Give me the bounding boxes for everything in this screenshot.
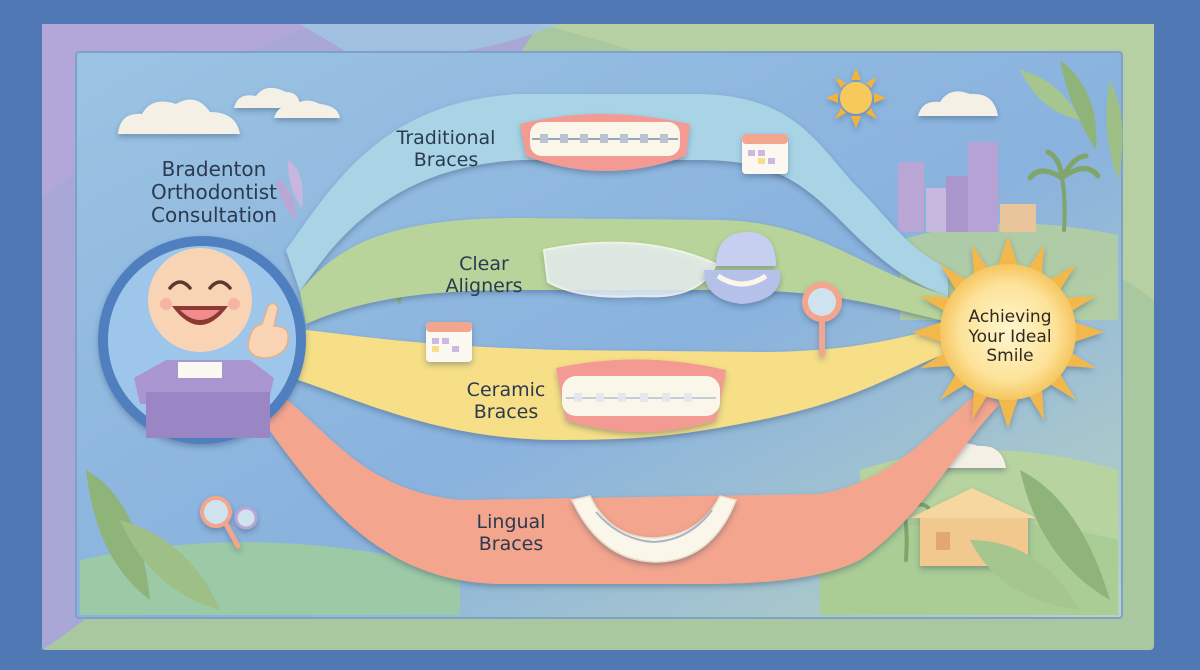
- start-label-line: Orthodontist: [151, 180, 277, 204]
- path-ribbon-lingual: [262, 388, 1000, 584]
- teeth-braces-icon: [520, 114, 738, 563]
- start-label-line: Bradenton: [161, 157, 267, 181]
- path-label-line: Ceramic: [466, 379, 546, 401]
- path-label-line: Braces: [473, 400, 539, 423]
- end-label: Achieving Your Ideal Smile: [950, 307, 1070, 367]
- path-label-ceramic: Ceramic Braces: [446, 379, 566, 424]
- aligner-case-icon: [704, 232, 781, 304]
- path-label-line: Braces: [413, 148, 479, 171]
- path-label-line: Aligners: [445, 274, 523, 297]
- hand-mirror-icon: [802, 282, 842, 357]
- end-label-line: Your Ideal: [968, 326, 1052, 347]
- path-label-lingual: Lingual Braces: [456, 511, 566, 556]
- path-label-line: Traditional: [396, 127, 496, 149]
- path-label-line: Lingual: [476, 511, 546, 533]
- pointing-hand-icon: [247, 302, 289, 359]
- magnifier-icon: [200, 496, 258, 549]
- desk-icon: [134, 360, 274, 438]
- path-label-line: Braces: [478, 532, 544, 555]
- end-label-line: Smile: [986, 346, 1034, 367]
- path-label-line: Clear: [459, 253, 509, 275]
- calendar-icon: [426, 134, 788, 362]
- path-label-traditional: Traditional Braces: [376, 127, 516, 172]
- smiling-face-icon: [148, 248, 252, 352]
- fern-leaf-icon: [86, 60, 1123, 610]
- cloud-icon: [118, 87, 1006, 468]
- start-label: Bradenton Orthodontist Consultation: [126, 158, 302, 227]
- end-label-line: Achieving: [968, 307, 1052, 327]
- goal-sun: [912, 236, 1104, 428]
- path-label-clear: Clear Aligners: [430, 253, 538, 298]
- sun-icon: [826, 68, 886, 128]
- start-label-line: Consultation: [151, 203, 277, 227]
- city-skyline-icon: [898, 142, 1036, 232]
